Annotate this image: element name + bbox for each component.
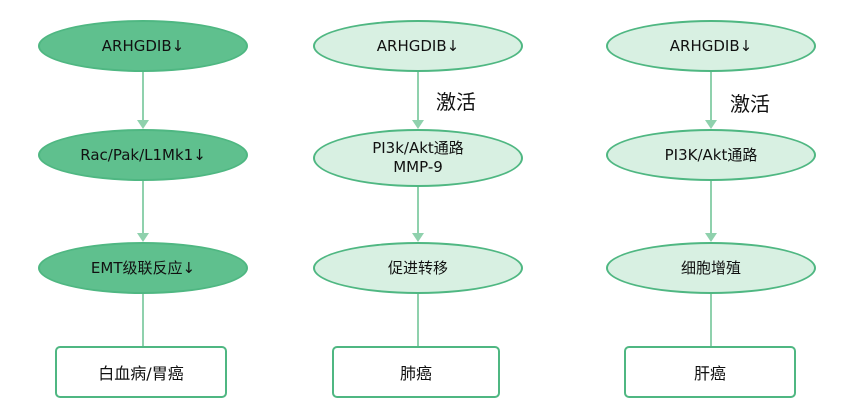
col2-result-label: 肺癌 [399, 364, 432, 383]
col1-node-rac-pak-label: Rac/Pak/L1Mk1↓ [80, 145, 206, 164]
col1-result-label: 白血病/胃癌 [98, 364, 184, 383]
col2-connector-1 [417, 72, 419, 120]
col2-node-promote-metastasis-label: 促进转移 [387, 258, 448, 277]
col2-node-arhgdib: ARHGDIB↓ [313, 20, 523, 72]
col2-node-promote-metastasis: 促进转移 [313, 242, 523, 294]
col1-node-arhgdib-label: ARHGDIB↓ [101, 36, 185, 55]
col2-result-box: 肺癌 [332, 346, 500, 398]
col1-node-emt-label: EMT级联反应↓ [90, 258, 196, 277]
col3-result-label: 肝癌 [693, 364, 726, 383]
col1-node-emt: EMT级联反应↓ [38, 242, 248, 294]
col3-result-box: 肝癌 [624, 346, 796, 398]
col3-node-arhgdib-label: ARHGDIB↓ [669, 36, 753, 55]
col3-node-cell-proliferation-label: 细胞增殖 [680, 258, 741, 277]
col3-connector-3 [710, 294, 712, 347]
col2-node-pi3k-label: PI3k/Akt通路 MMP-9 [372, 139, 464, 176]
col1-arrow-1 [137, 120, 149, 129]
col3-node-pi3k: PI3K/Akt通路 [606, 129, 816, 181]
col1-connector-3 [142, 294, 144, 347]
col1-node-arhgdib: ARHGDIB↓ [38, 20, 248, 72]
col3-arrow-1 [705, 120, 717, 129]
col3-node-pi3k-label: PI3K/Akt通路 [664, 145, 758, 164]
col2-arrow-2 [412, 233, 424, 242]
col2-node-pi3k: PI3k/Akt通路 MMP-9 [313, 129, 523, 187]
col1-arrow-2 [137, 233, 149, 242]
col3-node-cell-proliferation: 细胞增殖 [606, 242, 816, 294]
col2-node-arhgdib-label: ARHGDIB↓ [376, 36, 460, 55]
col3-arrow-2 [705, 233, 717, 242]
col1-result-box: 白血病/胃癌 [55, 346, 227, 398]
col2-connector-3 [417, 294, 419, 347]
col1-connector-2 [142, 181, 144, 233]
col3-connector-1 [710, 72, 712, 120]
col2-connector-2 [417, 187, 419, 233]
col3-edge-label: 激活 [730, 92, 770, 116]
col3-node-arhgdib: ARHGDIB↓ [606, 20, 816, 72]
col3-connector-2 [710, 181, 712, 233]
col1-node-rac-pak: Rac/Pak/L1Mk1↓ [38, 129, 248, 181]
col2-edge-label: 激活 [436, 90, 476, 114]
col2-arrow-1 [412, 120, 424, 129]
col1-connector-1 [142, 72, 144, 120]
